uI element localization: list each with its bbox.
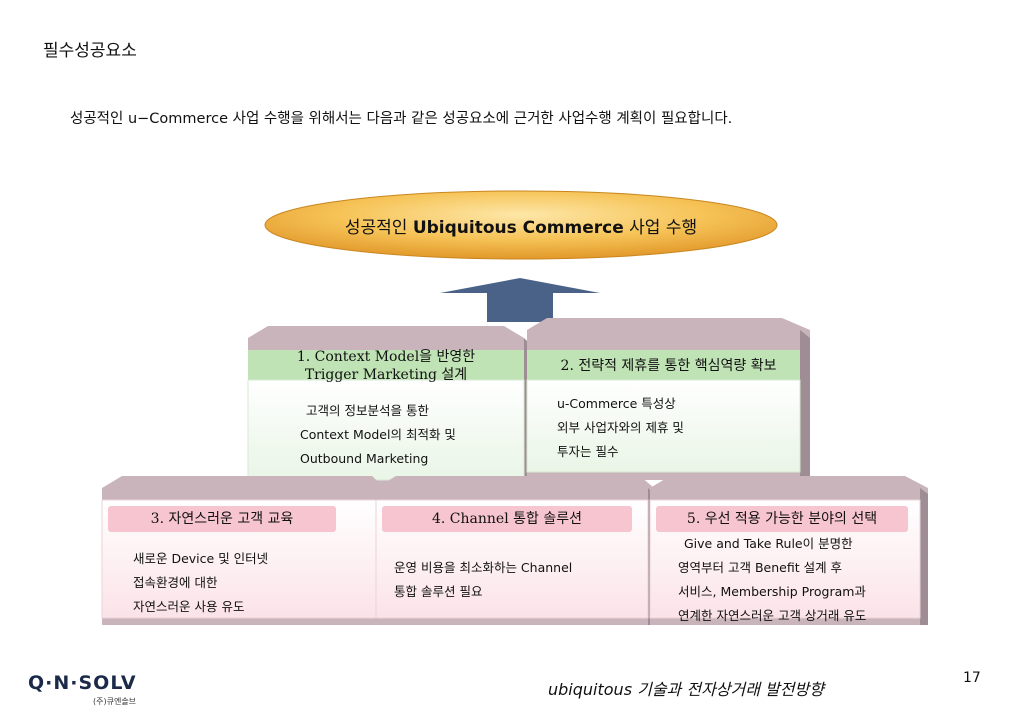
factor-5-body-line-3: 서비스, Membership Program과 xyxy=(678,584,866,599)
factor-4-title: 4. Channel 통합 솔루션 xyxy=(382,510,632,528)
goal-prefix: 성공적인 xyxy=(344,217,413,238)
factor-4-title-line-1: 4. Channel 통합 솔루션 xyxy=(432,511,582,527)
factor-3-title-line-1: 3. 자연스러운 고객 교육 xyxy=(150,511,294,527)
goal-ellipse xyxy=(264,190,778,260)
factor-1-body-line-1: 고객의 정보분석을 통한 xyxy=(306,403,429,418)
factor-3-body-line-3: 자연스러운 사용 유도 xyxy=(133,599,245,614)
factor-2-title-line-1: 2. 전략적 제휴를 통한 핵심역량 확보 xyxy=(560,358,777,374)
factor-2-body-line-3: 투자는 필수 xyxy=(557,444,619,459)
factor-box-1 xyxy=(247,326,532,485)
factor-4-body-line-1: 운영 비용을 최소화하는 Channel xyxy=(394,560,573,575)
factor-3-body: 새로운 Device 및 인터넷 접속환경에 대한 자연스러운 사용 유도 xyxy=(133,547,373,619)
factor-box-5 xyxy=(649,476,928,625)
factor-1-title-line-2: Trigger Marketing 설계 xyxy=(304,367,468,383)
factor-5-title: 5. 우선 적용 가능한 분야의 선택 xyxy=(656,510,908,528)
company-logo-subtitle: (주)큐엔솔브 xyxy=(93,697,137,706)
factor-4-body: 운영 비용을 최소화하는 Channel 통합 솔루션 필요 xyxy=(394,556,644,604)
footer-title: ubiquitous 기술과 전자상거래 발전방향 xyxy=(548,680,824,699)
factor-2-body-line-1: u-Commerce 특성상 xyxy=(557,396,676,411)
factor-4-body-line-2: 통합 솔루션 필요 xyxy=(394,584,483,599)
factor-5-title-line-1: 5. 우선 적용 가능한 분야의 선택 xyxy=(686,511,878,527)
factor-box-4 xyxy=(375,476,654,625)
factor-1-body-line-3: Outbound Marketing xyxy=(300,451,429,466)
factor-5-body-line-1: Give and Take Rule이 분명한 xyxy=(684,536,853,551)
goal-bold: Ubiquitous Commerce xyxy=(412,217,624,238)
factor-1-title-line-1: 1. Context Model을 반영한 xyxy=(296,349,476,365)
factor-5-body: Give and Take Rule이 분명한 영역부터 고객 Benefit … xyxy=(678,532,940,628)
factor-3-body-line-1: 새로운 Device 및 인터넷 xyxy=(133,551,269,566)
up-arrow xyxy=(440,278,600,322)
factor-3-title: 3. 자연스러운 고객 교육 xyxy=(108,510,336,528)
factor-3-body-line-2: 접속환경에 대한 xyxy=(133,575,218,590)
factor-5-body-line-2: 영역부터 고객 Benefit 설계 후 xyxy=(678,560,843,575)
factor-box-2 xyxy=(526,318,810,480)
factor-2-body: u-Commerce 특성상 외부 사업자와의 제휴 및 투자는 필수 xyxy=(557,392,797,464)
page-title: 필수성공요소 xyxy=(43,41,137,61)
factor-1-body: 고객의 정보분석을 통한 Context Model의 최적화 및 Outbou… xyxy=(300,399,520,471)
goal-label: 성공적인 Ubiquitous Commerce 사업 수행 xyxy=(265,190,777,260)
page-number: 17 xyxy=(963,670,981,686)
factor-2-body-line-2: 외부 사업자와의 제휴 및 xyxy=(557,420,684,435)
factor-5-body-line-4: 연계한 자연스러운 고객 상거래 유도 xyxy=(678,608,867,623)
intro-text: 성공적인 u−Commerce 사업 수행을 위해서는 다음과 같은 성공요소에… xyxy=(70,111,733,127)
factor-1-title: 1. Context Model을 반영한 Trigger Marketing … xyxy=(248,348,524,384)
company-logo: Q·N·SOLV xyxy=(28,672,137,694)
factor-2-title: 2. 전략적 제휴를 통한 핵심역량 확보 xyxy=(527,357,810,375)
factor-1-body-line-2: Context Model의 최적화 및 xyxy=(300,427,456,442)
goal-suffix: 사업 수행 xyxy=(623,217,698,238)
factor-box-3 xyxy=(101,476,385,625)
